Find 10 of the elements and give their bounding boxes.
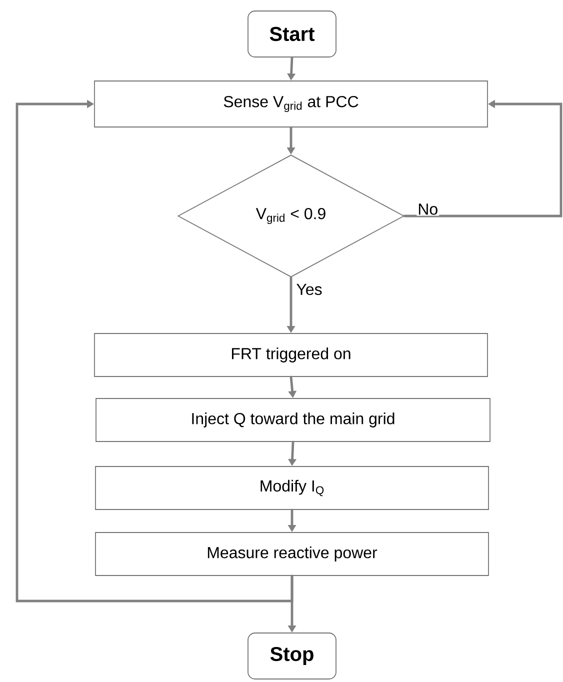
terminal-box: Start	[248, 10, 336, 58]
process-box: Measure reactive power	[95, 532, 489, 576]
process-box: FRT triggered on	[94, 333, 488, 377]
edge-label: Yes	[295, 282, 324, 296]
terminal-box: Stop	[248, 632, 336, 680]
process-box: Modify I$_{Q}$	[95, 466, 489, 510]
edge-label: No	[416, 202, 440, 216]
process-box: Inject Q toward the main grid	[96, 398, 490, 442]
process-box: Sense V$_{grid}$ at PCC	[94, 80, 488, 128]
arrow	[16, 100, 294, 602]
